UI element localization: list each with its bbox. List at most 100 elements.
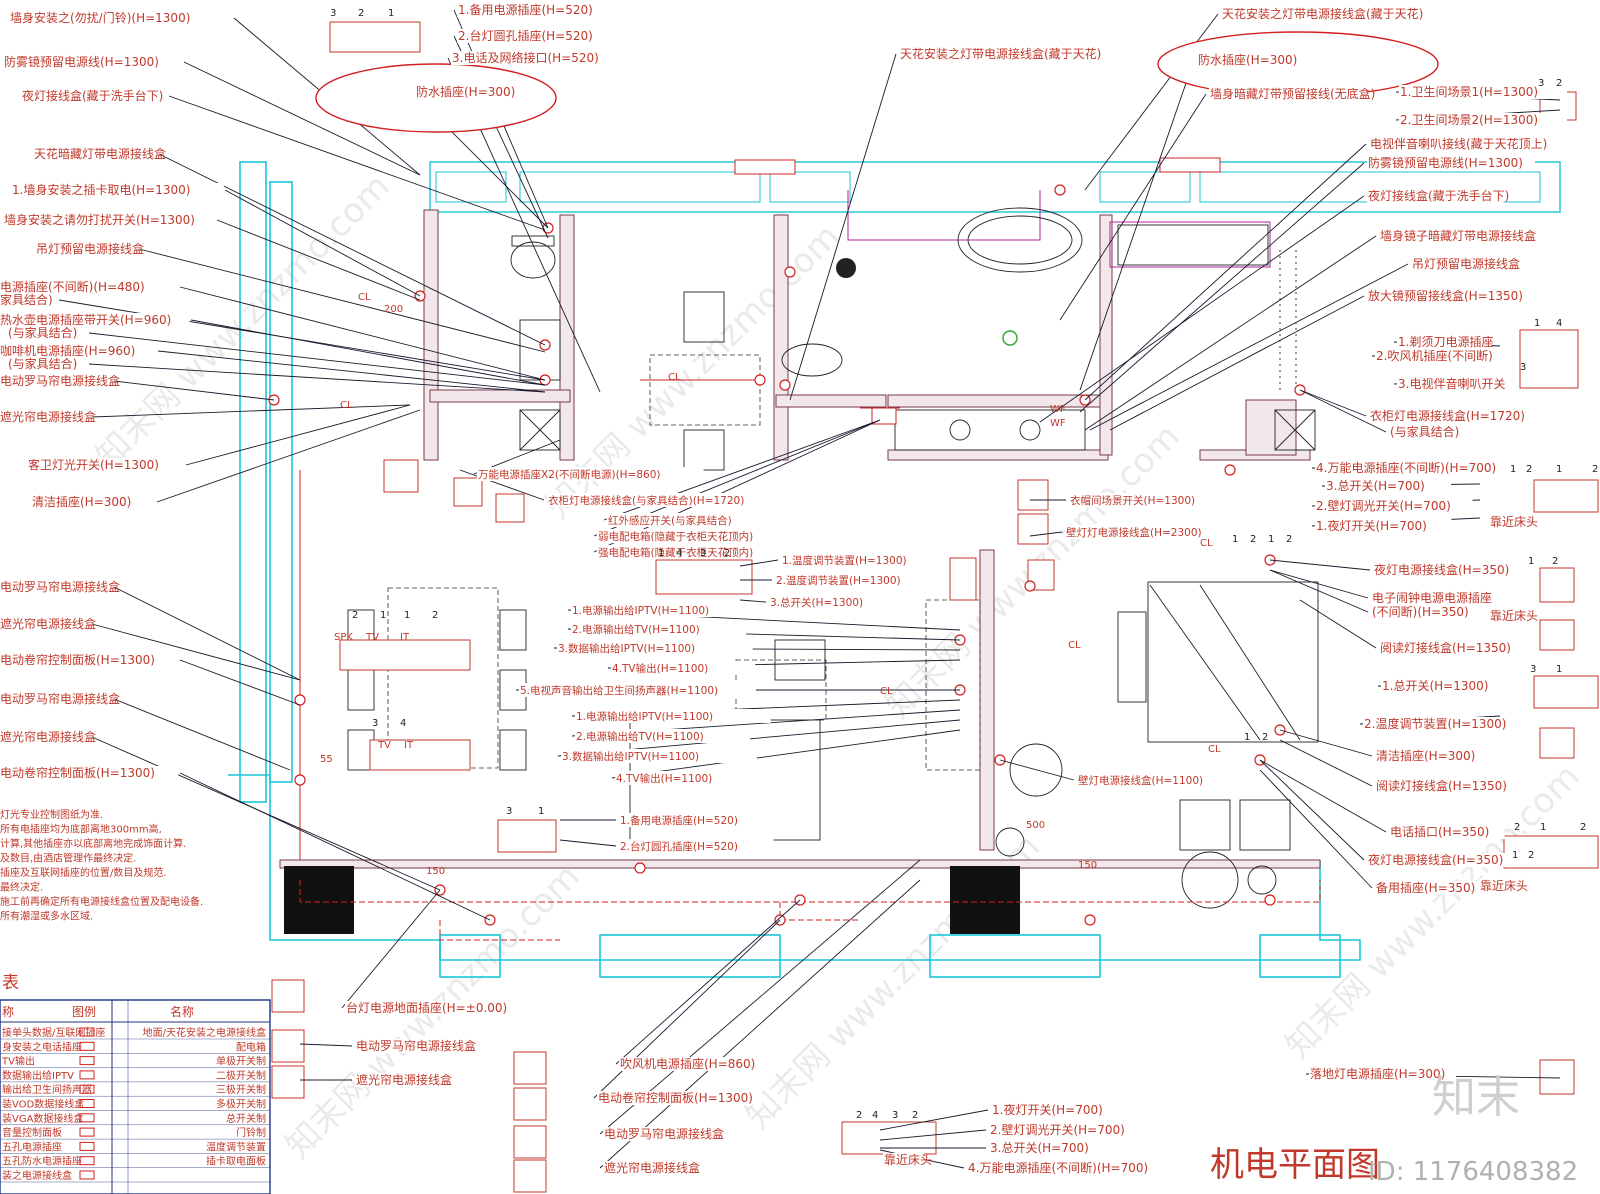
device-number: 1 [380, 610, 386, 621]
right-annotation: 1.剃须刀电源插座 [1398, 334, 1493, 349]
device-number: 2 [1528, 850, 1534, 861]
panel-text: CL [358, 292, 371, 303]
panel-text: TV [377, 740, 391, 751]
legend-right-item: 二极开关制 [216, 1069, 266, 1082]
label-bg [3, 55, 183, 69]
center-annotation: 1.电源输出给IPTV(H=1100) [576, 710, 713, 723]
label-bg [989, 1141, 1113, 1155]
left-annotation: 电动罗马帘电源接线盒 [0, 579, 120, 594]
left-annotation: 遮光帘电源接线盒 [0, 729, 96, 744]
label-bg [615, 771, 760, 785]
device-symbol [513, 1159, 547, 1193]
label-bg [547, 493, 784, 507]
device-number: 4 [400, 718, 406, 729]
center-annotation: 衣柜灯电源接线盒(与家具结合)(H=1720) [548, 494, 744, 507]
label-bg [597, 529, 762, 543]
bottom-annotation: 3.总开关(H=700) [990, 1141, 1089, 1155]
right-annotation: 靠近床头 [1490, 609, 1538, 623]
right-annotation: 夜灯电源接线盒(H=350) [1368, 852, 1503, 867]
label-bg [967, 1161, 1173, 1175]
label-bg [1397, 335, 1492, 349]
bottom-annotation: 吹风机电源插座(H=860) [620, 1056, 755, 1071]
legend-table: 表 称 图例 名称 接单头数据/互联网插座身安装之电话插座TV输出数据输出给IP… [0, 973, 271, 1194]
legend-right-item: 多极开关制 [216, 1098, 266, 1111]
legend-symbol [79, 1099, 95, 1108]
right-annotation: (不间断)(H=350) [1372, 604, 1469, 619]
device-symbol [513, 1051, 547, 1085]
label-bg [1399, 113, 1567, 127]
device-number: 2 [724, 548, 730, 559]
legend-left-item: 装VGA数据接线盒 [2, 1112, 83, 1125]
legend-symbol [79, 1156, 95, 1166]
panel-text: 55 [320, 754, 333, 765]
label-bg [619, 813, 774, 827]
label-bg [457, 3, 615, 17]
center-annotation: 2.温度调节装置(H=1300) [776, 574, 901, 587]
legend-left-item: 装之电源接线盒 [2, 1169, 72, 1182]
left-annotation: 1.墙身安装之插卡取电(H=1300) [12, 182, 190, 197]
label-bg [1489, 609, 1531, 623]
label-bg [0, 293, 55, 307]
top-annotation: 2.台灯圆孔插座(H=520) [458, 28, 593, 43]
left-annotation: 遮光帘电源接线盒 [0, 616, 96, 631]
label-bg [1369, 137, 1537, 151]
left-annotation: (与家具结合) [8, 325, 77, 340]
label-bg [355, 1039, 458, 1053]
right-annotation: 墙身镜子暗藏灯带电源接线盒 [1380, 228, 1536, 243]
panel-text: CL [1200, 538, 1213, 549]
device-symbol [841, 1121, 937, 1155]
top-annotation: 1.备用电源插座(H=520) [458, 2, 593, 17]
legend-left-item: 输出给卫生间扬声器 [2, 1083, 92, 1096]
device-symbol [1024, 580, 1036, 592]
right-annotation: 阅读灯接线盒(H=1350) [1376, 778, 1507, 793]
device-number: 2 [1592, 464, 1598, 475]
device-number: 2 [1552, 556, 1558, 567]
bottom-annotation: 4.万能电源插座(不间断)(H=700) [968, 1160, 1148, 1175]
right-annotation: 3.电视伴音喇叭开关 [1398, 376, 1505, 391]
bottom-annotation: 靠近床头 [884, 1153, 932, 1167]
device-number: 1 [1556, 664, 1562, 675]
top-annotation: 天花安装之灯带电源接线盒(藏于天花) [1222, 6, 1423, 21]
center-annotation: 壁灯灯电源接线盒(H=2300) [1066, 526, 1202, 539]
panel-text: 200 [384, 304, 403, 315]
bottom-annotation: 电动罗马帘电源接线盒 [356, 1038, 476, 1053]
center-annotation: 万能电源插座X2(不间断电源)(H=860) [478, 468, 661, 481]
device-number: 2 [1262, 732, 1268, 743]
brand-logo: 知末 [1432, 1072, 1520, 1123]
label-bg [11, 183, 224, 197]
label-bg [1363, 717, 1531, 731]
device-symbol [1224, 464, 1236, 476]
label-bg [1367, 189, 1504, 203]
label-bg [1479, 879, 1521, 893]
right-annotation: 清洁插座(H=300) [1376, 748, 1475, 763]
device-number: 2 [1286, 534, 1292, 545]
device-symbol [1539, 1059, 1575, 1095]
label-bg [345, 1001, 521, 1015]
label-bg [899, 47, 1088, 61]
left-annotation: 防雾镜预留电源线(H=1300) [4, 54, 159, 69]
drawing-id: ID: 1176408382 [1368, 1157, 1578, 1187]
label-bg [989, 1123, 1144, 1137]
bottom-annotation: 电动卷帘控制面板(H=1300) [598, 1090, 753, 1105]
device-number: 1 [1510, 464, 1516, 475]
center-annotation: 3.数据输出给IPTV(H=1100) [562, 750, 699, 763]
drawing-title-block: 机电平面图 ID: 1176408382 知末 [1210, 1072, 1578, 1187]
watermark-layer: 知末网 www.znzmo.com 知末网 www.znzmo.com 知末网 … [88, 167, 1588, 1167]
label-bg [1209, 87, 1367, 101]
device-number: 1 [1556, 464, 1562, 475]
left-annotation: 吊灯预留电源接线盒 [36, 241, 144, 256]
device-symbol [1017, 479, 1049, 511]
left-annotation: 电动卷帘控制面板(H=1300) [0, 765, 155, 780]
legend-right-item: 地面/天花安装之电源接线盒 [143, 1026, 266, 1039]
label-bg [1389, 825, 1505, 839]
device-number: 1 [1540, 822, 1546, 833]
right-annotation: 电子闹钟电源电源插座 [1372, 590, 1492, 605]
label-bg [883, 1153, 925, 1167]
device-symbol [495, 493, 525, 523]
furniture [347, 291, 1319, 909]
device-number: 1 [1534, 318, 1540, 329]
bottom-annotation: 台灯电源地面插座(H=±0.00) [346, 1000, 507, 1015]
legend-right-item: 配电箱 [236, 1040, 266, 1053]
